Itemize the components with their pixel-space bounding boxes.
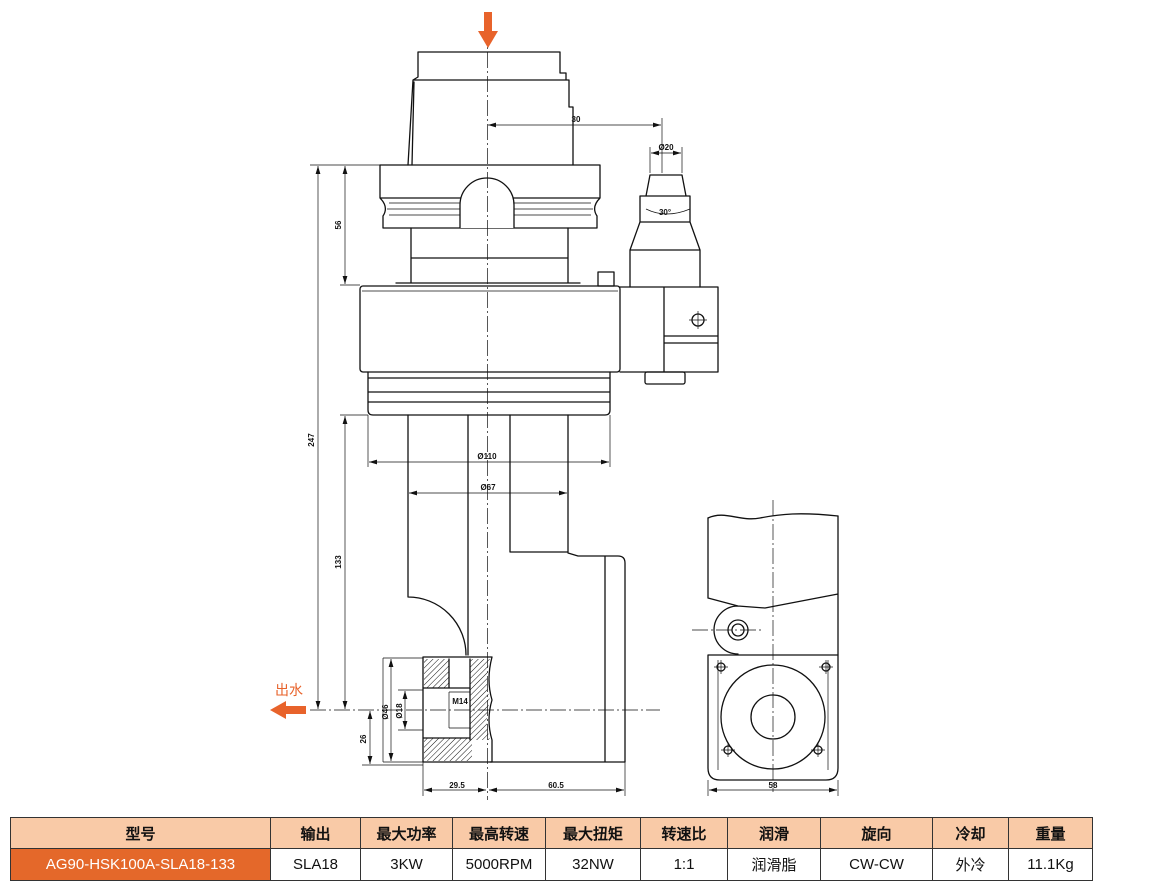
header-speed: 最高转速 <box>452 817 546 849</box>
side-body <box>707 654 839 781</box>
section-hatch-bottom <box>424 738 472 761</box>
arm-screw-crosshair <box>689 311 707 329</box>
header-lubrication: 润滑 <box>727 817 821 849</box>
housing-stop-pin <box>597 271 615 287</box>
header-rotation: 旋向 <box>820 817 933 849</box>
extension-lines-left <box>310 164 380 416</box>
table-row: AG90-HSK100A-SLA18-133 SLA18 3KW 5000RPM… <box>10 848 1093 881</box>
flange-groove-lines <box>387 202 593 216</box>
bearing-ring <box>367 371 611 416</box>
extension-lines-ring <box>367 415 611 467</box>
cell-cooling: 外冷 <box>932 848 1009 881</box>
cell-output: SLA18 <box>270 848 361 881</box>
header-output: 输出 <box>270 817 361 849</box>
dim-label-nozzle-angle: 30° <box>659 208 671 217</box>
cell-power: 3KW <box>360 848 453 881</box>
coolant-inlet-arrow-icon <box>478 12 498 48</box>
spec-table: 型号 输出 最大功率 最高转速 最大扭矩 转速比 润滑 旋向 冷却 重量 AG9… <box>10 817 1093 881</box>
section-hatch-right <box>470 659 490 740</box>
extension-lines-nozzle <box>649 147 683 173</box>
extension-lines-side-width <box>707 780 839 796</box>
cell-lubrication: 润滑脂 <box>727 848 821 881</box>
arm-bottom-stub <box>644 371 686 385</box>
dim-label-side-width: 58 <box>769 781 778 790</box>
header-cooling: 冷却 <box>932 817 1009 849</box>
bolt-hole-crosshairs <box>714 660 833 757</box>
header-weight: 重量 <box>1008 817 1093 849</box>
coolant-arm <box>619 286 719 373</box>
dim-label-total-length: 247 <box>307 433 316 447</box>
coolant-outlet-arrow-icon <box>270 701 306 719</box>
header-power: 最大功率 <box>360 817 453 849</box>
dim-label-shaft-diameter: Ø67 <box>480 483 496 492</box>
coolant-nozzle <box>629 174 701 288</box>
cell-weight: 11.1Kg <box>1008 848 1093 881</box>
hsk-shank <box>407 51 574 166</box>
dim-label-upper-height: 56 <box>334 220 343 229</box>
outlet-label: 出水 <box>275 683 303 699</box>
dim-label-lower-length: 133 <box>334 555 343 569</box>
dim-label-left-offset: 29.5 <box>449 781 465 790</box>
dim-label-nozzle-diameter: Ø20 <box>658 143 674 152</box>
spindle-neck <box>395 227 581 284</box>
header-torque: 最大扭矩 <box>545 817 641 849</box>
header-ratio: 转速比 <box>640 817 728 849</box>
drive-keyway <box>459 177 515 228</box>
side-view: 58 <box>692 500 839 796</box>
spec-header-row: 型号 输出 最大功率 最高转速 最大扭矩 转速比 润滑 旋向 冷却 重量 <box>10 817 1093 849</box>
dim-label-collet-height: 26 <box>359 734 368 743</box>
side-body-inner-lines <box>717 660 829 770</box>
dim-label-top-offset: 30 <box>572 115 581 124</box>
header-model: 型号 <box>10 817 271 849</box>
cell-rotation: CW-CW <box>820 848 933 881</box>
extension-lines-bottom <box>422 762 626 796</box>
side-view-outline <box>707 515 839 656</box>
front-view-dimensions: 247 56 133 30 Ø20 30° Ø110 Ø67 Ø46 Ø18 2… <box>307 115 683 796</box>
section-hatch-top <box>424 659 449 688</box>
dim-label-ring-diameter: Ø110 <box>477 452 497 461</box>
break-line <box>707 513 839 520</box>
front-view: M14 <box>310 28 719 800</box>
cell-speed: 5000RPM <box>452 848 546 881</box>
technical-drawing: M14 247 56 133 30 Ø20 30° Ø110 Ø67 Ø46 Ø… <box>270 12 839 800</box>
dim-label-right-offset: 60.5 <box>548 781 564 790</box>
dim-label-thread: M14 <box>452 697 468 706</box>
lower-body <box>407 414 626 763</box>
cell-ratio: 1:1 <box>640 848 728 881</box>
gear-housing <box>359 285 621 373</box>
nozzle-angle-arc <box>645 208 691 215</box>
dim-label-collet-inner: Ø18 <box>395 703 404 719</box>
cell-torque: 32NW <box>545 848 641 881</box>
dim-label-collet-outer: Ø46 <box>381 704 390 720</box>
cell-model: AG90-HSK100A-SLA18-133 <box>10 848 271 881</box>
extension-lines-collet <box>382 657 423 763</box>
